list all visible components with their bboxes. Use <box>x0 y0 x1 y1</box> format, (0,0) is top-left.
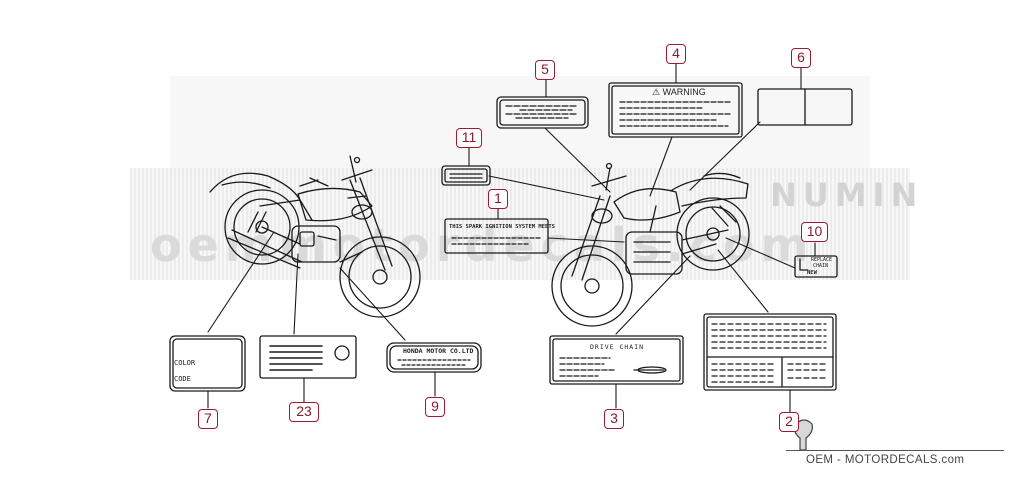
label-3-text: DRIVE CHAIN <box>590 343 645 351</box>
callout-5: 5 <box>535 60 555 80</box>
label-3-drive-chain-shape <box>549 335 684 385</box>
label-5-shape <box>496 96 589 129</box>
label-10-replace-text: REPLACE <box>811 257 833 263</box>
label-10-new-text: NEW <box>807 270 817 276</box>
callout-1: 1 <box>488 189 508 209</box>
label-9-honda-shape <box>386 342 482 373</box>
label-6-shape <box>757 88 853 126</box>
callout-2: 2 <box>779 412 799 432</box>
label-1-shape <box>444 218 549 254</box>
label-2-shape <box>703 313 837 391</box>
label-1-text: THIS SPARK IGNITION SYSTEM MEETS <box>449 224 555 230</box>
motorcycle-left-view <box>209 155 421 318</box>
callout-23: 23 <box>289 402 319 422</box>
callout-6: 6 <box>791 48 811 68</box>
brand-logo-icon <box>794 419 813 451</box>
brand-divider <box>786 450 1004 452</box>
callout-7: 7 <box>198 409 218 429</box>
label-10-shape <box>794 255 838 278</box>
label-4-warning-text: ⚠ WARNING <box>652 87 706 97</box>
label-7-color-text: COLOR <box>174 359 196 367</box>
label-11-shape <box>441 165 491 186</box>
callout-10: 10 <box>801 222 828 242</box>
watermark-ghost-area <box>170 76 870 176</box>
label-9-text: HONDA MOTOR CO.LTD <box>403 347 474 355</box>
callout-11: 11 <box>456 128 482 148</box>
callout-4: 4 <box>666 44 686 64</box>
callout-9: 9 <box>425 397 445 417</box>
watermark-text-top: NUMIN <box>770 176 924 214</box>
motorcycle-right-view <box>551 162 750 327</box>
watermark-text-main: oemmotordecals.com <box>150 218 815 272</box>
label-10-chain-text: CHAIN <box>813 263 829 269</box>
label-7-code-text: CODE <box>174 375 191 383</box>
callout-3: 3 <box>604 409 624 429</box>
label-23-shape <box>259 335 357 379</box>
leader-lines <box>207 63 816 413</box>
brand-text: OEM - MOTORDECALS.com <box>806 454 965 466</box>
